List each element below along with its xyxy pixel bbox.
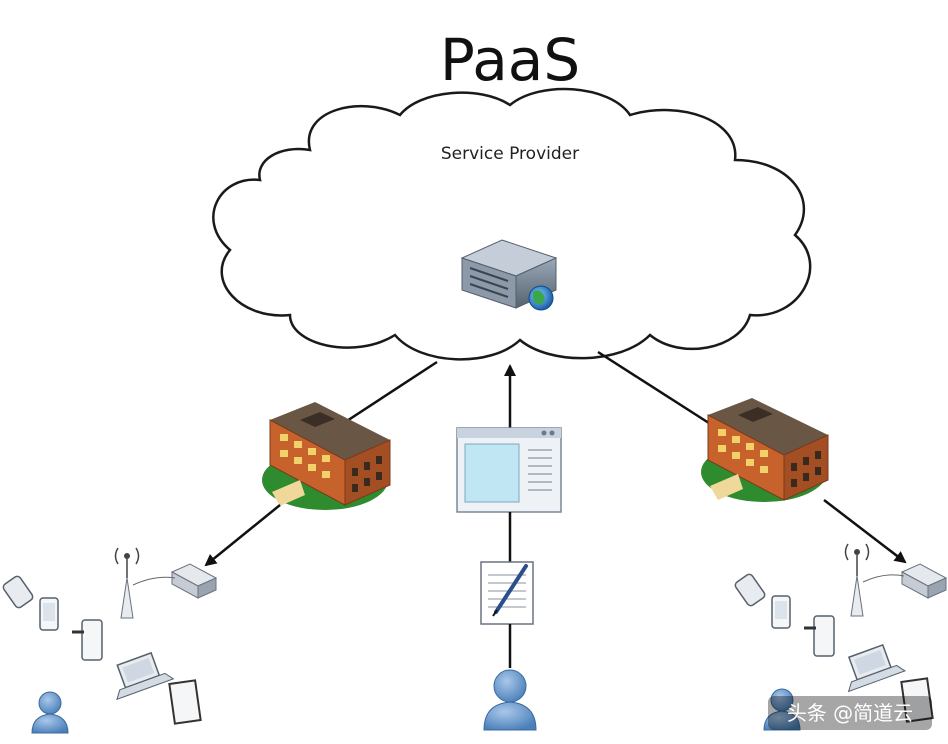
router-icon-right xyxy=(900,563,948,599)
cloud-label: Service Provider xyxy=(441,144,579,164)
mobile-devices-icon-right xyxy=(734,573,934,723)
office-building-icon-right xyxy=(701,398,829,502)
arrow-left-building-to-router xyxy=(204,504,281,567)
user-icon-left xyxy=(31,691,69,734)
office-building-icon-left xyxy=(262,402,391,510)
service-provider-cloud xyxy=(212,87,812,361)
server-globe-icon xyxy=(460,239,558,311)
document-pen-icon xyxy=(480,561,534,625)
watermark-text: 头条 @简道云 xyxy=(787,701,913,725)
arrow-right-building-to-router xyxy=(823,499,907,564)
watermark: 头条 @简道云 xyxy=(768,696,932,730)
user-icon-right xyxy=(763,688,801,731)
diagram-title: PaaS xyxy=(440,26,580,94)
router-icon-left xyxy=(170,563,218,599)
mobile-devices-icon-left xyxy=(2,575,202,725)
user-icon-center xyxy=(483,669,537,731)
wireless-antenna-icon-right xyxy=(844,543,905,617)
application-window-icon xyxy=(456,427,562,513)
wireless-antenna-icon-left xyxy=(114,547,176,619)
arrow-right-building-to-cloud xyxy=(597,350,713,427)
